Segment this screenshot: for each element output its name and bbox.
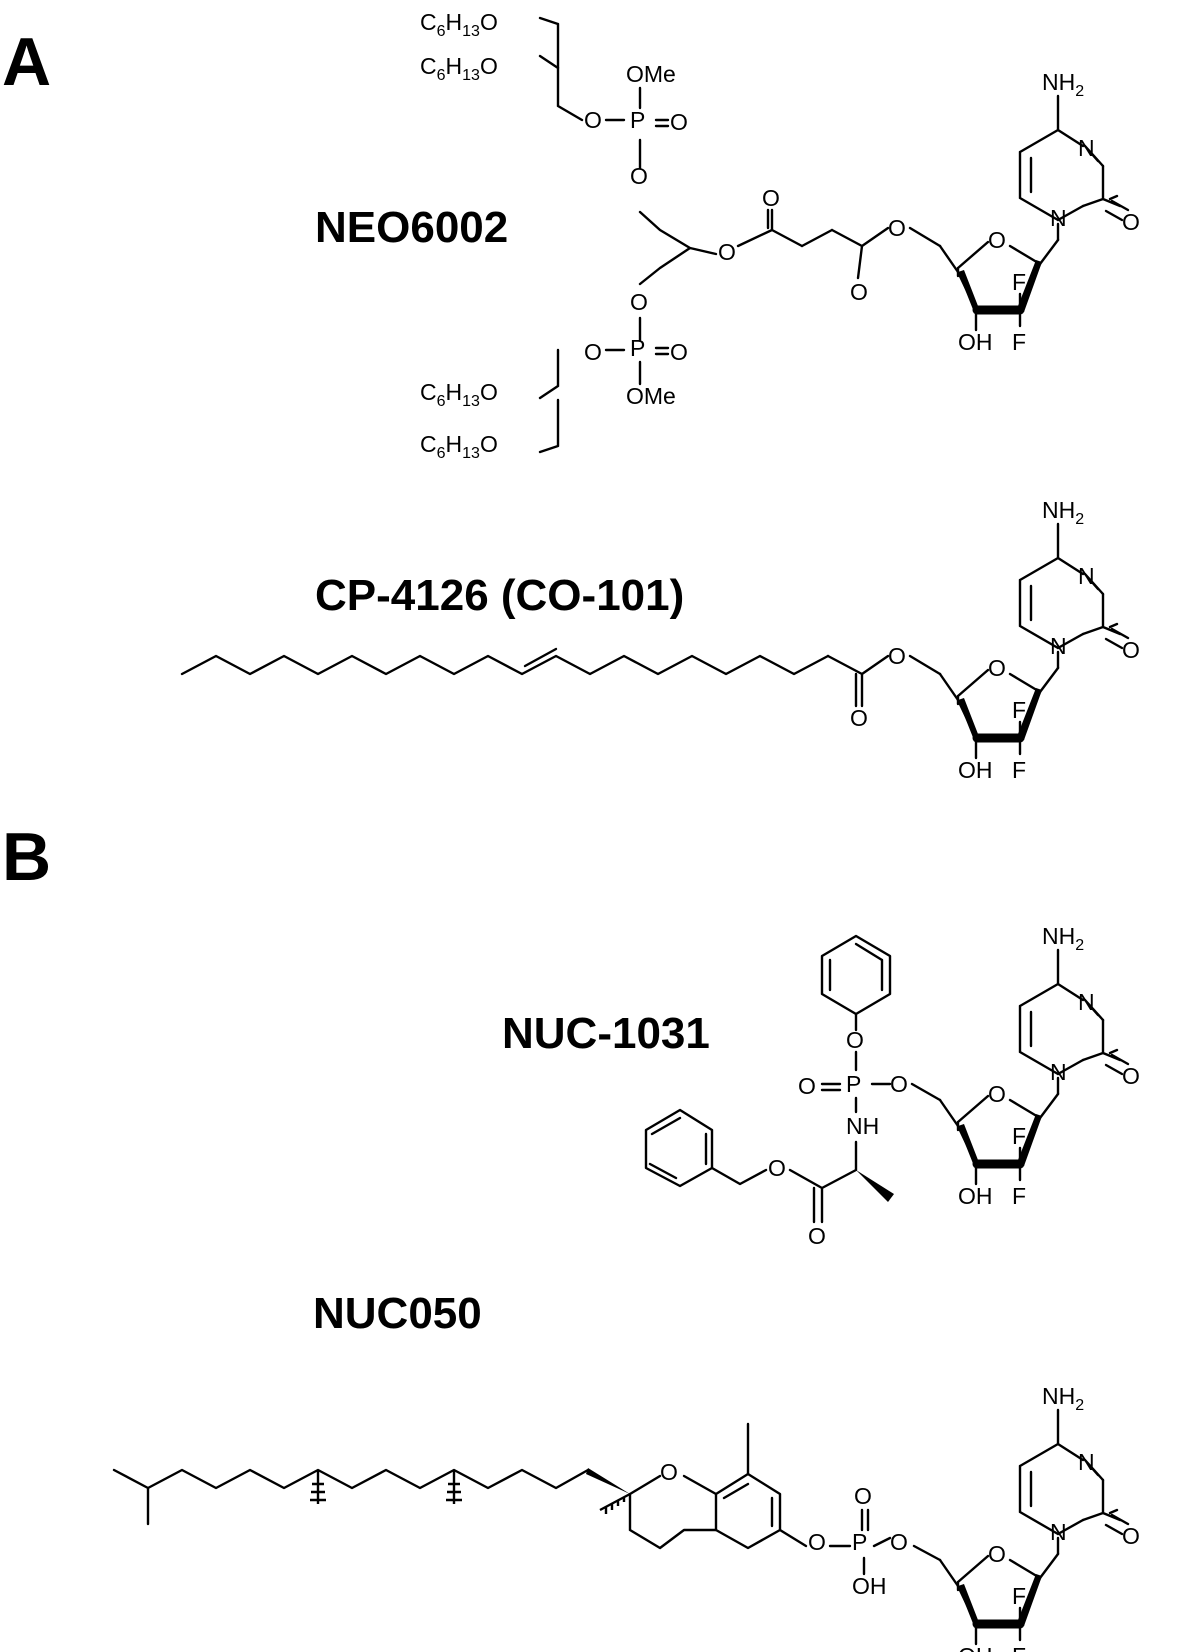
ester-o-1: O — [888, 215, 906, 241]
ester-o-2: O — [718, 239, 736, 265]
compound-name-nuc050: NUC050 — [313, 1289, 482, 1338]
phosphate-oh: OH — [852, 1573, 887, 1599]
carbonyl-o: O — [808, 1223, 826, 1249]
phosphate-oxo: O — [798, 1073, 816, 1099]
ester-o: O — [888, 643, 906, 669]
structure-nuc1031: O P O O NH O O — [644, 923, 1140, 1249]
structure-neo6002: O O O O O O P P O O OMe OMe O O C6H13O C… — [420, 9, 1140, 462]
structure-nuc050: O P O OH O O — [112, 1383, 1140, 1652]
compound-name-cp4126: CP-4126 (CO-101) — [315, 571, 684, 620]
panel-label-a: A — [2, 24, 51, 100]
methoxy-upper: OMe — [626, 61, 676, 87]
carbonyl-o: O — [850, 705, 868, 731]
ether-o-lower-1: O — [584, 339, 602, 365]
phenoxy-o: O — [846, 1027, 864, 1053]
hexyl-lower-1: C6H13O — [420, 379, 498, 410]
phosphorus: P — [846, 1071, 861, 1097]
phosphate-o-lower: O — [630, 289, 648, 315]
amine-nh: NH — [846, 1113, 879, 1139]
phosphate-o-upper: O — [630, 163, 648, 189]
chromane-o: O — [660, 1459, 678, 1485]
hexyl-upper-1: C6H13O — [420, 9, 498, 40]
phosphate-oxo: O — [854, 1483, 872, 1509]
compound-name-neo6002: NEO6002 — [315, 203, 508, 252]
phosphate-o-right: O — [890, 1529, 908, 1555]
methoxy-lower: OMe — [626, 383, 676, 409]
carbonyl-o-1: O — [850, 279, 868, 305]
ether-o-upper-1: O — [584, 107, 602, 133]
carbonyl-o-2: O — [762, 185, 780, 211]
phosphorus-lower: P — [630, 335, 645, 361]
hexyl-lower-2: C6H13O — [420, 431, 498, 462]
phosphate-o-left: O — [808, 1529, 826, 1555]
ester-o: O — [768, 1155, 786, 1181]
hexyl-upper-2: C6H13O — [420, 53, 498, 84]
phosphoramidate-o: O — [890, 1071, 908, 1097]
compound-name-nuc1031: NUC-1031 — [502, 1009, 710, 1058]
structure-cp4126: O O — [180, 497, 1140, 783]
phosphate-oxo-upper: O — [670, 109, 688, 135]
phosphate-oxo-lower: O — [670, 339, 688, 365]
phosphorus-upper: P — [630, 107, 645, 133]
phosphorus: P — [852, 1529, 867, 1555]
panel-label-b: B — [2, 819, 51, 895]
